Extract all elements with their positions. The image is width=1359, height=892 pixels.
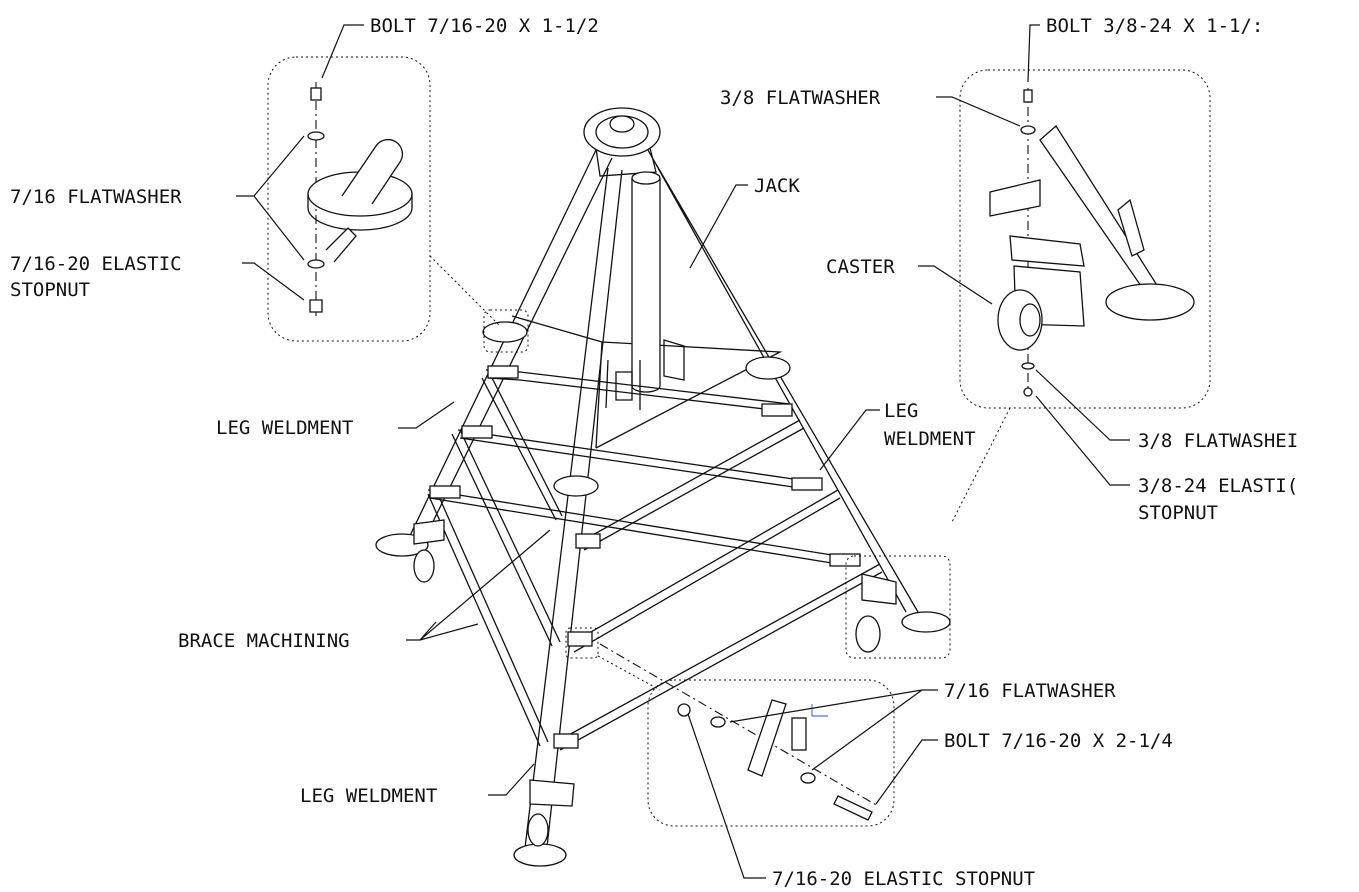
label-flatwasher-3-8-top: 3/8 FLATWASHER [720,87,881,109]
label-leg-weldment-bottom: LEG WELDMENT [300,785,437,807]
label-flatwasher-7-16-bottom: 7/16 FLATWASHER [944,680,1116,702]
label-leg-weldment-right-line2: WELDMENT [884,428,976,450]
tripod-frame [375,107,951,867]
label-bolt-7-16-20-x-1-1-2: BOLT 7/16-20 X 1-1/2 [370,15,599,37]
label-jack: JACK [754,175,800,197]
base-plate [511,315,783,449]
brace-rails [427,369,883,751]
label-flatwasher-7-16-top: 7/16 FLATWASHER [10,186,182,208]
foot-pad-front [513,843,567,867]
jack-column [583,107,685,410]
foot-pad-right [901,611,951,633]
label-flatwasher-3-8-bottom: 3/8 FLATWASHEI [1138,430,1298,452]
label-bolt-7-16-20-x-2-1-4: BOLT 7/16-20 X 2-1/4 [944,730,1173,752]
detail-brace-bolt [565,627,895,827]
label-caster: CASTER [826,256,895,278]
label-stopnut-7-16-20-bottom: 7/16-20 ELASTIC STOPNUT [772,868,1035,890]
detail-caster [845,69,1211,659]
label-stopnut-3-8-24-line2: STOPNUT [1138,502,1218,524]
label-brace-machining: BRACE MACHINING [178,630,350,652]
label-stopnut-7-16-20-line2: STOPNUT [10,279,90,301]
label-leg-weldment-left: LEG WELDMENT [216,417,353,439]
frame-casters [413,519,897,847]
label-stopnut-3-8-24-line1: 3/8-24 ELASTI( [1138,475,1298,497]
detail-head-bolt [267,56,529,353]
label-stopnut-7-16-20-line1: 7/16-20 ELASTIC [10,253,182,275]
label-leg-weldment-right-line1: LEG [884,400,918,422]
leader-lines [236,24,1130,879]
callout-labels: BOLT 7/16-20 X 1-1/2 BOLT 3/8-24 X 1-1/:… [10,15,1298,890]
label-bolt-3-8-24-x-1-1-2: BOLT 3/8-24 X 1-1/: [1046,15,1263,37]
rail-lugs [429,365,861,749]
